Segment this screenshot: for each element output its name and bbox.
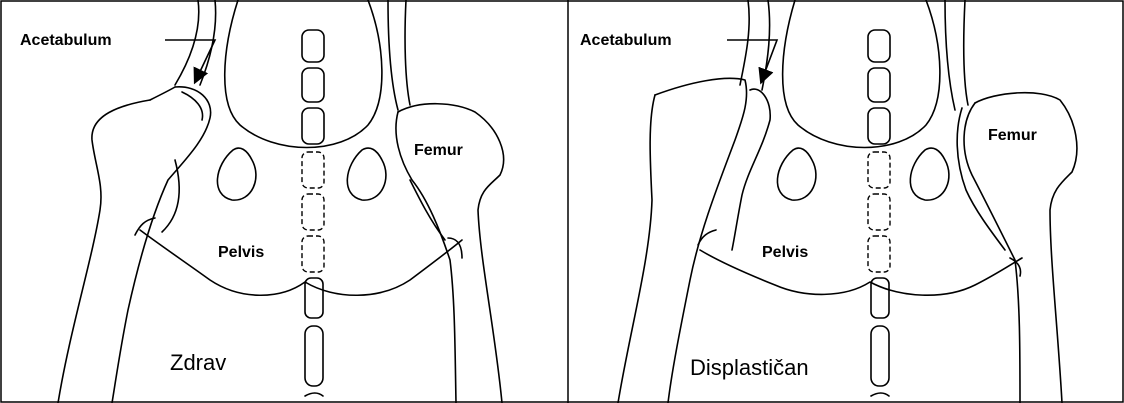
vertebra-hidden: [868, 194, 890, 230]
pelvis-outline: [700, 250, 1022, 295]
sacrum: [225, 0, 382, 148]
vertebra: [305, 326, 323, 386]
vertebra-hidden: [302, 152, 324, 188]
left-ilium-shaft: [175, 0, 199, 85]
acetabulum-arrow: [165, 40, 215, 80]
right-femur-inner: [964, 103, 1020, 403]
vertebra: [302, 68, 324, 102]
right-ilium-shaft-inner: [964, 0, 968, 105]
left-obturator-foramen: [217, 148, 256, 200]
vertebra: [871, 326, 889, 386]
left-femur-neck: [150, 87, 175, 100]
left-ilium-shaft: [740, 0, 749, 85]
caption-healthy: Zdrav: [170, 350, 226, 375]
vertebra-hidden: [302, 194, 324, 230]
left-acetabulum-rim: [182, 92, 203, 120]
vertebra: [868, 68, 890, 102]
vertebra: [871, 393, 889, 396]
left-obturator-foramen: [777, 148, 816, 200]
acetabulum-label: Acetabulum: [580, 32, 672, 49]
femur-label: Femur: [988, 127, 1037, 144]
vertebra: [302, 108, 324, 144]
left-shallow-acetabulum: [732, 89, 770, 250]
acetabulum-arrow: [727, 40, 777, 80]
right-obturator-foramen: [347, 148, 386, 200]
vertebra-hidden: [302, 236, 324, 272]
pelvis-label: Pelvis: [218, 244, 264, 261]
left-femur-outer: [58, 100, 150, 403]
vertebra: [868, 30, 890, 62]
panel-dysplastic: Acetabulum Femur Pelvis Displastičan: [580, 0, 1077, 403]
caption-dysplastic: Displastičan: [690, 355, 809, 380]
vertebra: [302, 30, 324, 62]
acetabulum-label: Acetabulum: [20, 32, 112, 49]
vertebra-hidden: [868, 236, 890, 272]
pelvis-label: Pelvis: [762, 244, 808, 261]
left-femur-outer: [618, 95, 655, 403]
sacrum: [783, 0, 940, 148]
right-ilium-shaft-inner: [405, 0, 410, 105]
vertebra: [305, 393, 323, 396]
vertebra-hidden: [868, 152, 890, 188]
right-obturator-foramen: [910, 148, 949, 200]
panel-healthy: Acetabulum Femur Pelvis Zdrav: [20, 0, 504, 403]
pelvis-outline: [140, 230, 462, 295]
right-ilium-shaft: [388, 0, 398, 110]
right-ilium-shaft: [945, 0, 955, 110]
femur-label: Femur: [414, 142, 463, 159]
vertebra: [868, 108, 890, 144]
